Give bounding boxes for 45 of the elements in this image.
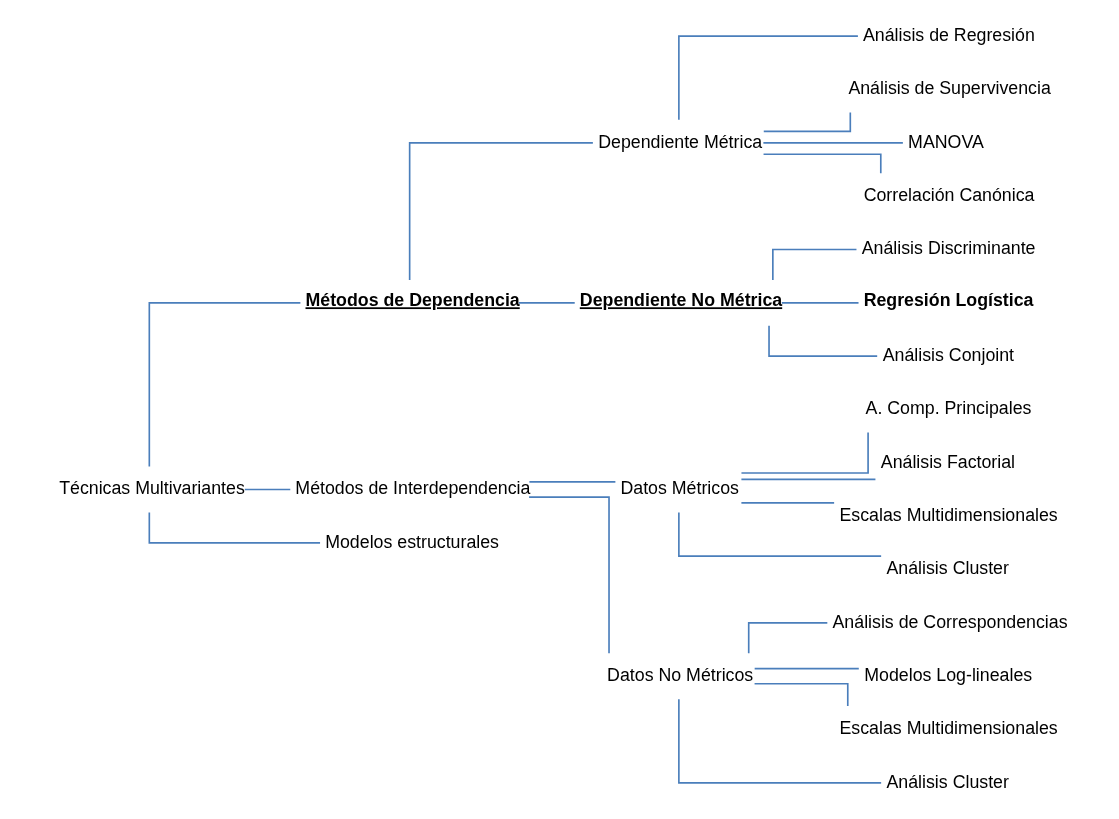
- node-text: Métodos de Dependencia: [305, 290, 520, 311]
- node-text: Datos No Métricos: [607, 664, 754, 685]
- node-text: Técnicas Multivariantes: [59, 478, 245, 499]
- node-text: Análisis de Supervivencia: [848, 78, 1051, 99]
- node-text: Escalas Multidimensionales: [839, 718, 1058, 739]
- node-text: A. Comp. Principales: [865, 398, 1032, 419]
- connector: [528, 496, 610, 654]
- node-text: Análisis Discriminante: [861, 238, 1036, 259]
- node-text: Análisis de Correspondencias: [832, 611, 1068, 632]
- node-text: Modelos estructurales: [325, 531, 499, 552]
- node-text: Correlación Canónica: [863, 184, 1035, 205]
- connector: [747, 622, 829, 655]
- node-text: Análisis Cluster: [886, 558, 1009, 579]
- connector: [678, 35, 859, 121]
- connector: [772, 248, 858, 281]
- connector: [148, 302, 302, 468]
- node-text: Modelos Log-lineales: [864, 664, 1033, 685]
- connector: [408, 142, 594, 281]
- connector: [243, 488, 292, 491]
- node-text: Dependiente Métrica: [598, 131, 763, 152]
- node-text: MANOVA: [908, 131, 984, 152]
- node-text: Análisis Factorial: [880, 451, 1016, 472]
- connector: [753, 682, 849, 707]
- node-text: Datos Métricos: [620, 478, 739, 499]
- connector: [753, 667, 860, 670]
- node-text: Análisis Conjoint: [882, 344, 1015, 365]
- connector: [762, 142, 904, 144]
- node-text: Análisis de Regresión: [863, 24, 1035, 45]
- connector: [678, 698, 882, 784]
- connector: [768, 324, 878, 357]
- connector: [148, 511, 321, 544]
- connector: [740, 431, 869, 474]
- connector: [528, 481, 617, 483]
- node-text: Métodos de Interdependencia: [295, 478, 531, 499]
- connector: [762, 153, 882, 175]
- connector: [740, 478, 877, 481]
- node-text: Análisis Cluster: [886, 771, 1009, 792]
- connector: [781, 302, 860, 304]
- node-text: Regresión Logística: [863, 290, 1034, 311]
- connector: [678, 511, 882, 557]
- connector: [740, 502, 835, 504]
- connector: [762, 111, 852, 133]
- node-text: Dependiente No Métrica: [579, 290, 783, 311]
- connector: [518, 302, 576, 304]
- node-text: Escalas Multidimensionales: [839, 504, 1058, 525]
